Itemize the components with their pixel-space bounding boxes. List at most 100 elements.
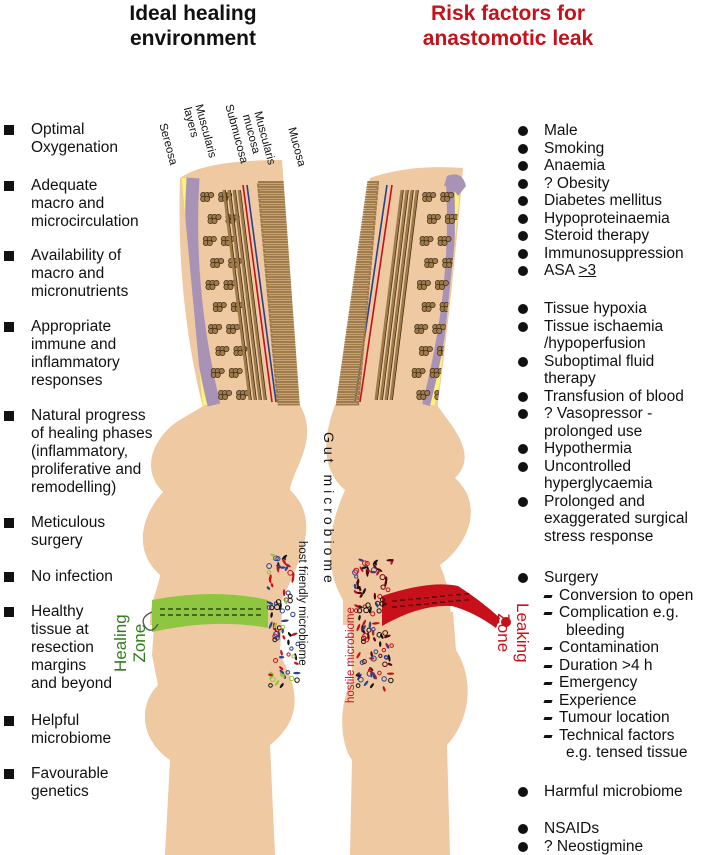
left-item-line: Availability of [31, 247, 122, 264]
risk-item: Transfusion of blood [516, 388, 688, 406]
muscle-fiber-edge [225, 189, 252, 401]
muscle-cell [434, 214, 441, 220]
surgery-sub-text: Experience [559, 691, 637, 709]
muscle-cell [222, 394, 229, 400]
microbe [363, 607, 370, 614]
muscle-fiber-edge [240, 189, 267, 401]
left-item-row: Meticulous surgery [0, 514, 105, 550]
muscle-cell [227, 284, 234, 290]
risk-item: Smoking [516, 140, 684, 158]
left-item-line: immune and [31, 336, 117, 353]
microbe [387, 662, 393, 666]
risk-item-text: Suboptimal fluid [544, 352, 655, 370]
microbe [280, 649, 283, 656]
risk-item-text: prolonged use [544, 422, 643, 440]
microbe [371, 630, 375, 636]
muscle-cell [422, 324, 429, 330]
microbe [279, 666, 284, 671]
muscle-cell [206, 240, 213, 246]
left-distal-bowel [144, 612, 295, 855]
muscle-fiber-edge [230, 189, 257, 401]
microbe [386, 672, 395, 675]
microbe [361, 566, 369, 569]
title-line: anastomotic leak [422, 27, 594, 50]
muscle-cell [420, 284, 427, 290]
vessel-red [242, 184, 273, 403]
risk-item-text: Tissue ischaemia [544, 317, 664, 335]
muscle-cell [432, 258, 439, 264]
microbe [379, 597, 385, 603]
muscle-cell [220, 302, 227, 308]
microbe [375, 602, 379, 608]
muscle-cell [426, 196, 433, 202]
risk-item: ? Vasopressor -prolonged use [516, 405, 688, 440]
microbe [379, 574, 386, 581]
left-item-line: microcirculation [31, 213, 139, 230]
risk-item: Hypothermia [516, 440, 688, 458]
muscle-cell [430, 192, 437, 198]
host-friendly-microbiome-dots [266, 553, 301, 689]
surgery-sub-text: Emergency [559, 674, 638, 691]
hostile-microbiome-label: hostile microbiome [345, 607, 357, 703]
muscle-fibers [222, 189, 267, 401]
muscle-fiber [374, 189, 404, 401]
left-item-line: genetics [31, 783, 89, 800]
hostile-microbiome-dots [352, 558, 395, 692]
microbe [266, 563, 273, 569]
microbe [280, 619, 289, 623]
risk-item-text: Surgery [544, 569, 599, 586]
surgery-sub-item: Complication e.g.bleeding [516, 604, 693, 639]
healing-zone-band [142, 594, 268, 632]
left-item-line: Appropriate [31, 318, 112, 335]
risk-item-text: Immunosuppression [544, 244, 684, 262]
microbe [370, 567, 377, 574]
muscle-cell [445, 236, 452, 242]
microbe [288, 675, 295, 682]
muscle-cell [438, 284, 445, 290]
asa-prefix: ASA [544, 262, 579, 279]
surgery-sub-text: e.g. tensed tissue [566, 744, 688, 761]
microbe [362, 588, 366, 595]
microbe [363, 680, 369, 687]
muscle-cell [204, 196, 211, 202]
surgery-sub-item: Tumour location [516, 709, 693, 727]
muscle-cell [219, 350, 226, 356]
microbe [378, 641, 382, 647]
risk-item-text: therapy [544, 370, 596, 387]
microbe [369, 683, 374, 689]
microbe [269, 605, 275, 611]
title-ideal-healing: Ideal healing environment [108, 1, 278, 51]
muscle-fiber-edge [392, 189, 419, 401]
microbe [273, 657, 279, 664]
microbe [373, 637, 376, 642]
microbe [381, 603, 388, 606]
microbe [295, 641, 300, 647]
microbe [385, 587, 391, 593]
microbe [370, 611, 376, 617]
microbe [274, 635, 280, 641]
risk-item-text: ? Neostigmine [544, 837, 644, 855]
microbe [270, 553, 276, 557]
muscle-cell [430, 218, 437, 224]
microbe [291, 654, 296, 659]
left-item-line: remodelling) [31, 479, 117, 496]
muscle-cell [423, 240, 430, 246]
risk-item: ? Neostigmine [516, 838, 643, 855]
muscle-cell [436, 328, 443, 334]
risk-item-text: NSAIDs [544, 820, 600, 837]
microbe [365, 569, 369, 577]
surgery-sub-item: Conversion to open [516, 587, 693, 605]
vessel-red [359, 184, 393, 403]
microbe [388, 677, 394, 684]
risk-group-perioperative: Tissue hypoxia Tissue ischaemia/hypoperf… [516, 300, 688, 545]
microbe [279, 683, 284, 689]
muscle-cell [419, 368, 426, 374]
microbe [273, 622, 278, 629]
microbe [284, 565, 289, 571]
microbe [371, 622, 380, 625]
microbe [382, 661, 388, 668]
risk-item-text: Harmful microbiome [544, 783, 683, 800]
microbe [282, 635, 286, 640]
risk-item: Harmful microbiome [516, 783, 683, 801]
